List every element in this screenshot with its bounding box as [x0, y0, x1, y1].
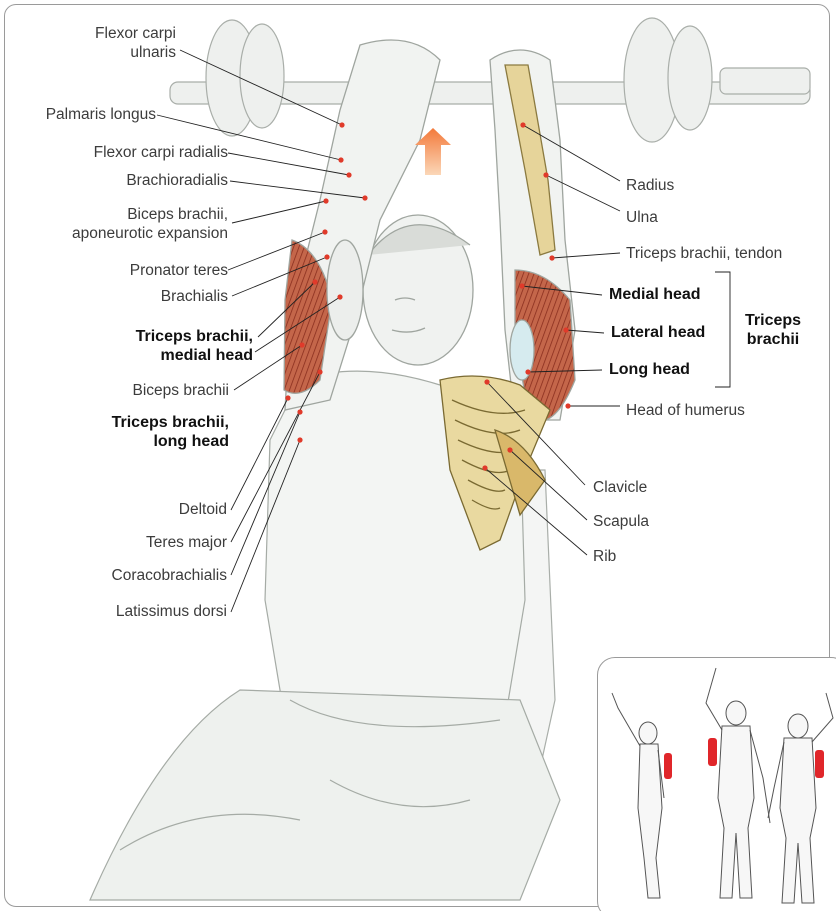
label-deltoid: Deltoid: [179, 500, 227, 519]
label-rib: Rib: [593, 547, 616, 566]
right-arm: [490, 50, 575, 422]
barbell: [170, 18, 810, 142]
label-biceps-brachii: Biceps brachii: [133, 381, 230, 400]
label-triceps-long-head: Triceps brachii, long head: [112, 413, 229, 451]
figure-side-view: [612, 693, 672, 898]
label-clavicle: Clavicle: [593, 478, 647, 497]
label-flexor-carpi-radialis: Flexor carpi radialis: [94, 143, 228, 162]
label-scapula: Scapula: [593, 512, 649, 531]
label-latissimus-dorsi: Latissimus dorsi: [116, 602, 227, 621]
label-triceps-medial-head: Triceps brachii, medial head: [136, 327, 253, 365]
label-lateral-head: Lateral head: [611, 323, 705, 342]
figure-back-view: [768, 693, 833, 903]
label-brachialis: Brachialis: [161, 287, 228, 306]
muscle-map-inset: [597, 657, 836, 911]
figure-front-view: [706, 668, 770, 898]
label-head-of-humerus: Head of humerus: [626, 401, 745, 420]
label-palmaris-longus: Palmaris longus: [46, 105, 156, 124]
label-pronator-teres: Pronator teres: [130, 261, 228, 280]
label-coracobrachialis: Coracobrachialis: [112, 566, 227, 585]
label-triceps-brachii-group: Triceps brachii: [745, 311, 801, 349]
label-biceps-aponeurotic: Biceps brachii, aponeurotic expansion: [72, 205, 228, 243]
head: [363, 215, 473, 365]
label-flexor-carpi-ulnaris: Flexor carpi ulnaris: [95, 24, 176, 62]
label-teres-major: Teres major: [146, 533, 227, 552]
label-triceps-tendon: Triceps brachii, tendon: [626, 244, 782, 263]
label-medial-head: Medial head: [609, 285, 701, 304]
label-brachioradialis: Brachioradialis: [126, 171, 228, 190]
inset-figures: [598, 658, 836, 911]
label-long-head: Long head: [609, 360, 690, 379]
label-radius: Radius: [626, 176, 674, 195]
label-ulna: Ulna: [626, 208, 658, 227]
